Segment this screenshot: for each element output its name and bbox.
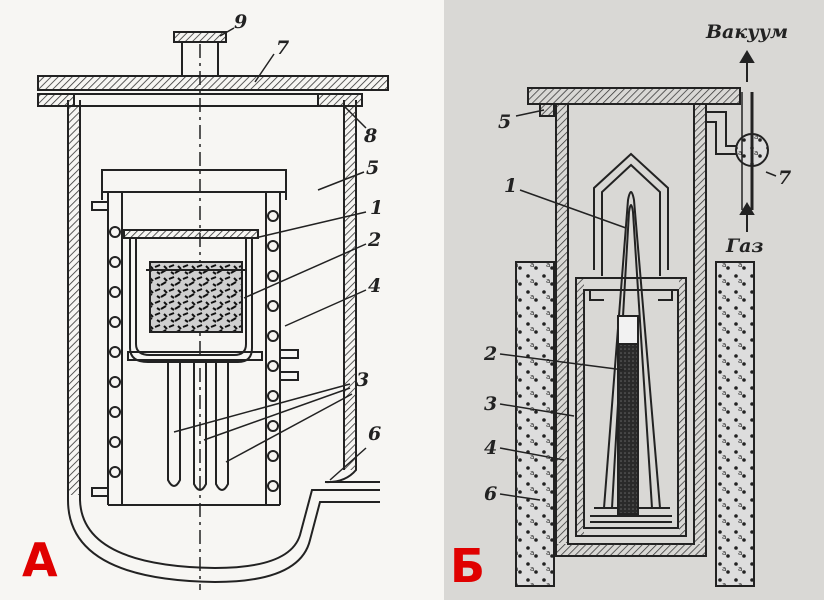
heater-frame (101, 169, 287, 506)
heater-coils (109, 210, 279, 492)
panel-b-furnace-diagram: a (444, 0, 824, 600)
panel-letter-a: А (22, 533, 58, 587)
label-a-4: 4 (368, 275, 381, 297)
gas-arrow (739, 202, 755, 232)
inner-housing (593, 152, 669, 276)
label-a-6: 6 (368, 423, 381, 445)
label-b-1: 1 (504, 175, 517, 197)
label-b-7: 7 (778, 167, 791, 189)
furnace-a-drawing: 9 7 8 5 1 2 4 3 6 А (22, 11, 389, 590)
label-gas: Газ (725, 235, 764, 257)
label-a-3: 3 (356, 369, 369, 391)
label-b-2: 2 (483, 343, 497, 365)
outer-tube (527, 87, 741, 557)
label-a-9: 9 (234, 11, 247, 33)
label-vacuum: Вакуум (705, 21, 788, 43)
label-a-5: 5 (366, 157, 379, 179)
label-b-3: 3 (484, 393, 497, 415)
label-a-1: 1 (370, 197, 383, 219)
label-b-5: 5 (498, 111, 511, 133)
inner-tube (590, 191, 672, 523)
insulation-jacket (515, 261, 755, 587)
leader-lines-b (499, 109, 777, 501)
side-pins (91, 201, 299, 497)
vessel-wall (67, 100, 380, 584)
label-b-4: 4 (484, 437, 497, 459)
label-b-6: 6 (484, 483, 497, 505)
label-a-7: 7 (276, 37, 289, 59)
charge-column (617, 315, 639, 515)
leader-lines (173, 27, 367, 481)
label-a-8: 8 (363, 125, 377, 147)
vessel-lid (37, 75, 389, 107)
valve (735, 92, 769, 210)
furnace-b-drawing: a (450, 21, 791, 593)
panel-letter-b: Б (450, 539, 485, 593)
vacuum-arrow (739, 50, 755, 82)
panel-a-furnace-diagram: 9 7 8 5 1 2 4 3 6 А (0, 0, 444, 600)
label-a-2: 2 (367, 229, 381, 251)
crucible (123, 229, 259, 363)
crucible-b (575, 277, 687, 537)
side-pipe (706, 111, 740, 155)
thermocouple-tubes (127, 351, 263, 491)
